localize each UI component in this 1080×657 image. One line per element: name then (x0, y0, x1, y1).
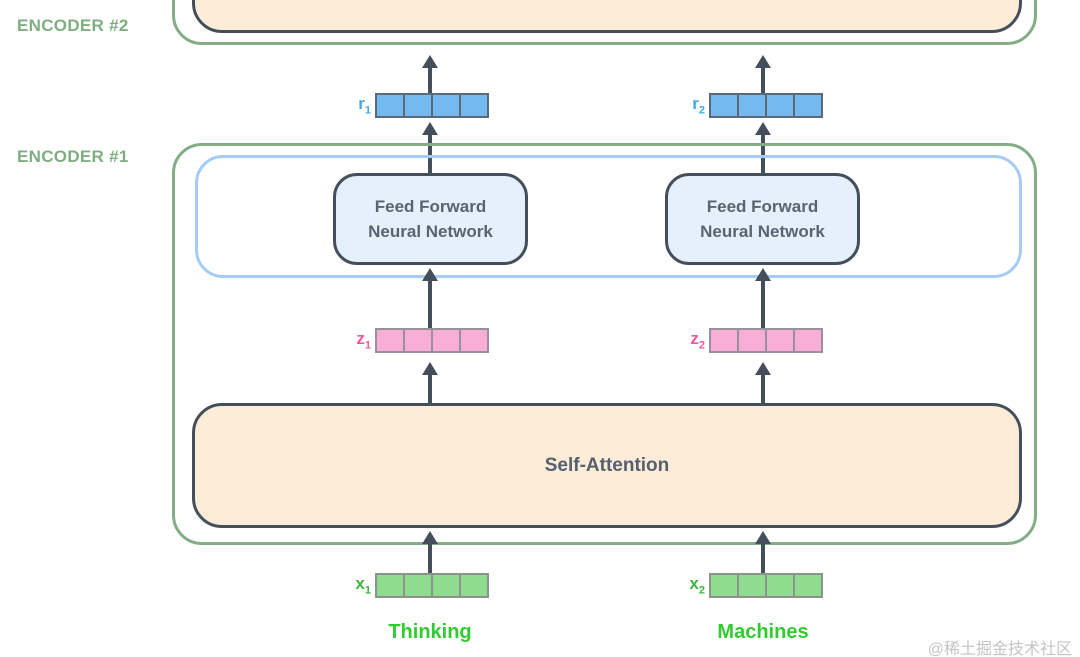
feed-forward-box-1-line1: Feed Forward (374, 197, 487, 216)
vector-cell (403, 95, 431, 116)
vector-cell (711, 330, 737, 351)
vector-cell (459, 575, 487, 596)
arrow-x1-to-selfattention (422, 531, 438, 573)
vector-cell (711, 575, 737, 596)
self-attention-box: Self-Attention (192, 403, 1022, 528)
arrow-up-icon (422, 122, 438, 135)
arrow-selfattention-to-z2 (755, 362, 771, 403)
feed-forward-box-2: Feed Forward Neural Network (665, 173, 860, 265)
vector-cell (793, 575, 821, 596)
arrow-up-icon (755, 362, 771, 375)
arrow-x2-to-selfattention (755, 531, 771, 573)
vector-x2-cells (709, 573, 823, 598)
arrow-up-icon (755, 122, 771, 135)
encoder2-box (172, 0, 1037, 45)
vector-r1-label: r1 (358, 93, 371, 117)
vector-cell (431, 330, 459, 351)
encoder1-label: ENCODER #1 (17, 147, 129, 166)
vector-cell (737, 330, 765, 351)
vector-cell (765, 330, 793, 351)
arrow-up-icon (422, 55, 438, 68)
arrow-r2-to-encoder2 (755, 55, 771, 93)
vector-x1: x1 (345, 571, 489, 600)
vector-z1-cells (375, 328, 489, 353)
vector-cell (765, 575, 793, 596)
input-token-machines: Machines (717, 621, 809, 643)
vector-z1: z1 (345, 326, 489, 355)
feed-forward-box-2-line2: Neural Network (700, 222, 825, 241)
vector-cell (793, 95, 821, 116)
vector-z2-label: z2 (690, 328, 705, 352)
vector-cell (377, 95, 403, 116)
vector-cell (459, 330, 487, 351)
vector-cell (431, 575, 459, 596)
self-attention-label: Self-Attention (544, 454, 670, 476)
feed-forward-box-1: Feed Forward Neural Network (333, 173, 528, 265)
arrow-up-icon (422, 268, 438, 281)
arrow-ffnn2-to-r2 (755, 122, 771, 173)
vector-cell (765, 95, 793, 116)
vector-z2: z2 (679, 326, 823, 355)
arrow-selfattention-to-z1 (422, 362, 438, 403)
vector-x2-label: x2 (689, 573, 705, 597)
encoder1-box (172, 143, 1037, 545)
vector-r2: r2 (679, 91, 823, 120)
input-token-thinking: Thinking (388, 621, 472, 643)
vector-cell (737, 95, 765, 116)
vector-x1-label: x1 (355, 573, 371, 597)
vector-x2: x2 (679, 571, 823, 600)
vector-cell (737, 575, 765, 596)
vector-cell (377, 575, 403, 596)
arrow-up-icon (755, 531, 771, 544)
vector-cell (403, 330, 431, 351)
arrow-up-icon (422, 362, 438, 375)
arrow-r1-to-encoder2 (422, 55, 438, 93)
vector-cell (459, 95, 487, 116)
vector-cell (711, 95, 737, 116)
encoder2-self-attention-box (192, 0, 1022, 33)
arrow-up-icon (755, 268, 771, 281)
feed-forward-box-1-line2: Neural Network (368, 222, 493, 241)
arrow-z1-to-ffnn1 (422, 268, 438, 328)
vector-r2-label: r2 (692, 93, 705, 117)
feed-forward-box-2-line1: Feed Forward (706, 197, 819, 216)
vector-r2-cells (709, 93, 823, 118)
encoder2-label: ENCODER #2 (17, 16, 129, 35)
arrow-z2-to-ffnn2 (755, 268, 771, 328)
vector-z2-cells (709, 328, 823, 353)
vector-r1-cells (375, 93, 489, 118)
vector-cell (431, 95, 459, 116)
vector-x1-cells (375, 573, 489, 598)
arrow-ffnn1-to-r1 (422, 122, 438, 173)
vector-cell (403, 575, 431, 596)
vector-r1: r1 (345, 91, 489, 120)
arrow-up-icon (755, 55, 771, 68)
vector-cell (793, 330, 821, 351)
vector-z1-label: z1 (356, 328, 371, 352)
arrow-up-icon (422, 531, 438, 544)
vector-cell (377, 330, 403, 351)
site-watermark: @稀土掘金技术社区 (927, 641, 1072, 657)
feed-forward-layer-container (195, 155, 1022, 278)
